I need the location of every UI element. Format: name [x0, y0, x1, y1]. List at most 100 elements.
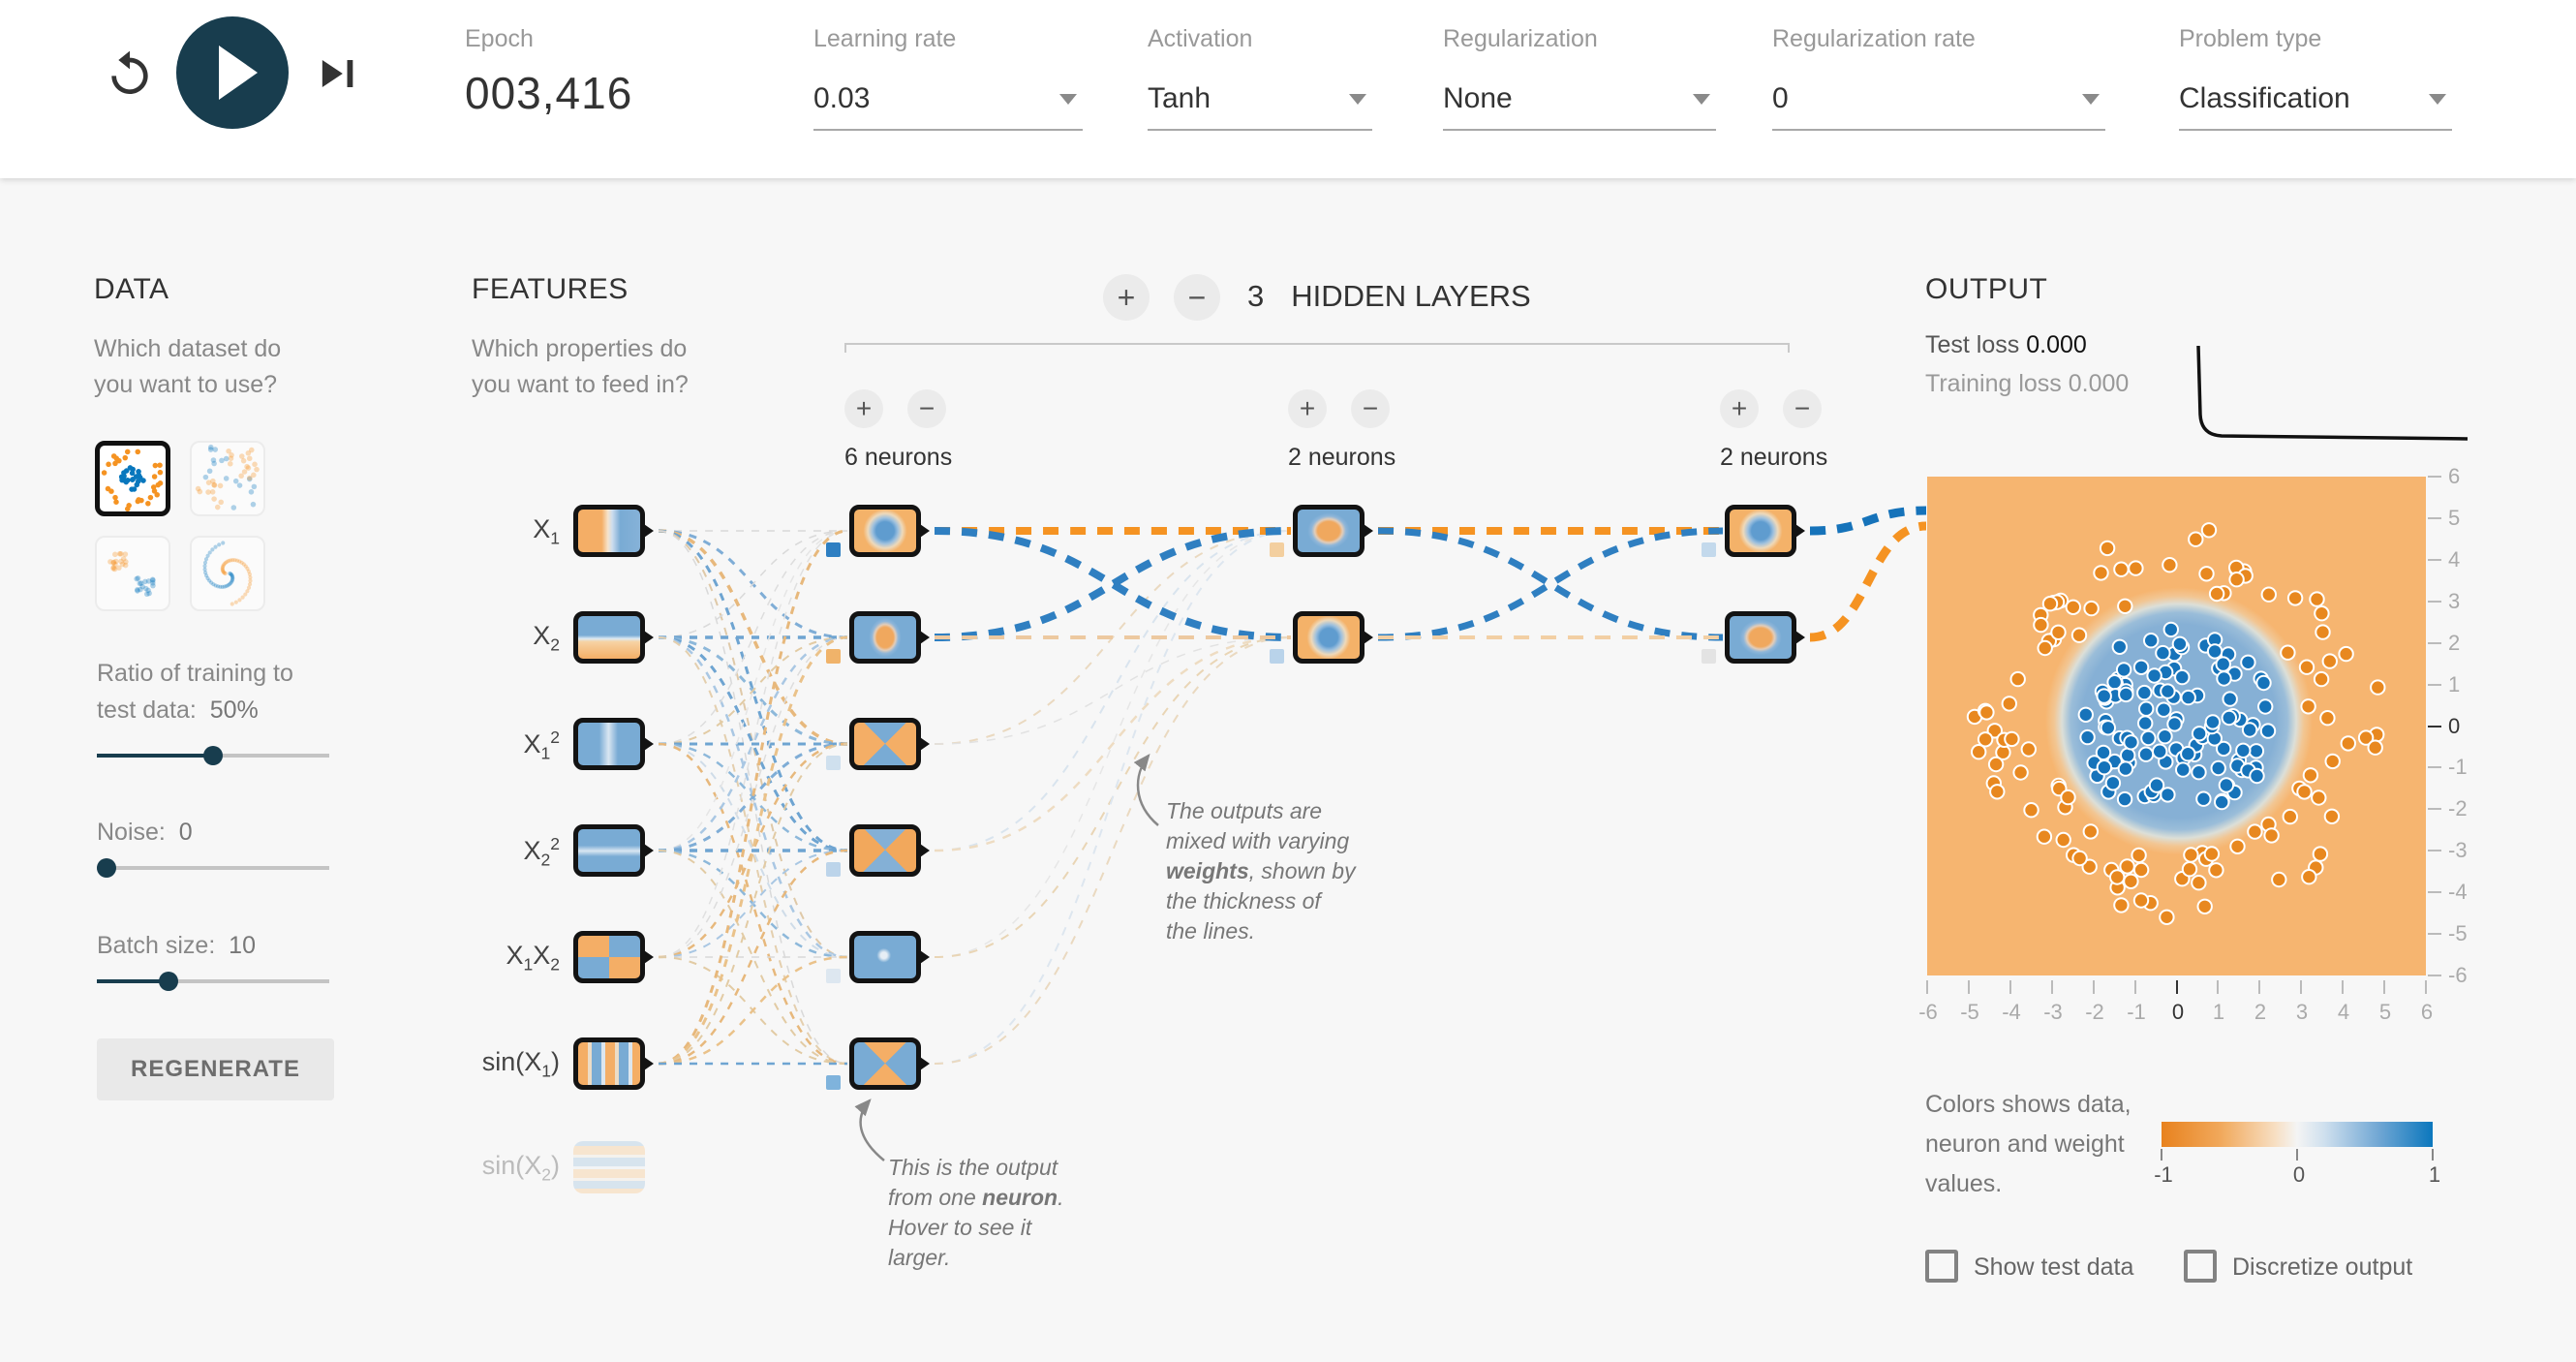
batch-size-slider[interactable]: [97, 972, 329, 991]
remove-neuron-button-layer3[interactable]: −: [1783, 389, 1822, 428]
connection-line[interactable]: [658, 529, 848, 852]
connection-line[interactable]: [658, 743, 848, 958]
connection-line[interactable]: [658, 529, 848, 1066]
connection-line[interactable]: [658, 635, 848, 959]
feature-box-x12[interactable]: [573, 718, 654, 770]
connection-line[interactable]: [658, 636, 848, 1065]
slider-track[interactable]: [97, 866, 329, 870]
connection-line[interactable]: [658, 530, 848, 958]
connection-line[interactable]: [658, 743, 848, 1065]
noise-slider[interactable]: [97, 858, 329, 878]
bias-l1-n4[interactable]: [826, 862, 841, 877]
connection-line[interactable]: [658, 849, 848, 959]
connection-line[interactable]: [1809, 506, 1927, 536]
connection-line[interactable]: [934, 636, 1292, 745]
play-pause-button[interactable]: [176, 16, 289, 129]
bias-l2-n1[interactable]: [1270, 542, 1284, 557]
connection-line[interactable]: [658, 529, 848, 746]
bias-l3-n2[interactable]: [1702, 649, 1716, 664]
regenerate-button[interactable]: REGENERATE: [97, 1038, 334, 1100]
connection-line[interactable]: [658, 742, 848, 959]
neuron-l1-n1[interactable]: [849, 505, 930, 557]
show-test-data-checkbox[interactable]: [1925, 1250, 1958, 1283]
connection-line[interactable]: [658, 530, 848, 638]
add-layer-button[interactable]: +: [1103, 274, 1150, 321]
bias-l1-n2[interactable]: [826, 649, 841, 664]
connection-line[interactable]: [658, 635, 848, 852]
connection-line[interactable]: [658, 636, 848, 958]
dataset-thumb-gaussian[interactable]: [95, 536, 170, 611]
add-neuron-button-layer3[interactable]: +: [1720, 389, 1759, 428]
step-button[interactable]: [310, 46, 364, 101]
noise-label: Noise: 0: [97, 819, 193, 846]
feature-box-sinx1[interactable]: [573, 1037, 654, 1090]
connection-line[interactable]: [658, 636, 848, 745]
connection-line[interactable]: [1377, 527, 1724, 641]
neuron-l1-n4[interactable]: [849, 824, 930, 877]
connection-line[interactable]: [934, 530, 1292, 745]
remove-neuron-button-layer2[interactable]: −: [1351, 389, 1390, 428]
dataset-thumb-exclusive-or[interactable]: [190, 441, 265, 516]
neuron-l2-n2[interactable]: [1293, 611, 1373, 664]
neuron-l3-n1[interactable]: [1725, 505, 1805, 557]
x-tick-label: -4: [2002, 1000, 2021, 1024]
problem-type-select[interactable]: Classification: [2179, 82, 2452, 131]
slider-track[interactable]: [97, 979, 329, 983]
connection-line[interactable]: [658, 955, 848, 1066]
bias-l1-n5[interactable]: [826, 969, 841, 983]
activation-select[interactable]: Tanh: [1148, 82, 1372, 131]
slider-thumb[interactable]: [159, 972, 178, 991]
connection-line[interactable]: [658, 530, 848, 851]
connection-line[interactable]: [658, 850, 848, 958]
connection-line[interactable]: [658, 849, 848, 1066]
bias-l3-n1[interactable]: [1702, 542, 1716, 557]
feature-box-x2[interactable]: [573, 611, 654, 664]
connection-line[interactable]: [658, 529, 848, 639]
connection-line[interactable]: [934, 527, 1292, 641]
bias-l1-n6[interactable]: [826, 1075, 841, 1090]
feature-box-x1[interactable]: [573, 505, 654, 557]
output-plot[interactable]: [1927, 477, 2426, 975]
add-neuron-button-layer2[interactable]: +: [1288, 389, 1327, 428]
connection-line[interactable]: [658, 742, 848, 852]
connection-line[interactable]: [658, 530, 848, 745]
reset-button[interactable]: [103, 46, 157, 101]
neuron-l1-n2[interactable]: [849, 611, 930, 664]
bias-l1-n3[interactable]: [826, 756, 841, 770]
learning-rate-select[interactable]: 0.03: [813, 82, 1083, 131]
connection-line[interactable]: [658, 530, 848, 958]
feature-box-sinx2[interactable]: [573, 1141, 645, 1193]
connection-line[interactable]: [658, 742, 848, 1066]
remove-layer-button[interactable]: −: [1174, 274, 1220, 321]
connection-line[interactable]: [1377, 527, 1724, 641]
bias-l2-n2[interactable]: [1270, 649, 1284, 664]
connection-line[interactable]: [658, 635, 848, 746]
bias-l1-n1[interactable]: [826, 542, 841, 557]
dataset-thumb-circle[interactable]: [95, 441, 170, 516]
neuron-l1-n5[interactable]: [849, 931, 930, 983]
connection-line[interactable]: [934, 527, 1292, 641]
discretize-output-checkbox[interactable]: [2184, 1250, 2217, 1283]
regularization-rate-select[interactable]: 0: [1772, 82, 2105, 131]
neuron-l3-n2[interactable]: [1725, 611, 1805, 664]
neuron-l2-n1[interactable]: [1293, 505, 1373, 557]
add-neuron-button-layer1[interactable]: +: [844, 389, 883, 428]
train-test-ratio-slider[interactable]: [97, 746, 329, 765]
neuron-l1-n6[interactable]: [849, 1037, 930, 1090]
regularization-select[interactable]: None: [1443, 82, 1716, 131]
connection-line[interactable]: [658, 530, 848, 1065]
connection-line[interactable]: [658, 742, 848, 852]
remove-neuron-button-layer1[interactable]: −: [907, 389, 946, 428]
connection-line[interactable]: [658, 635, 848, 852]
connection-line[interactable]: [658, 850, 848, 1065]
slider-thumb[interactable]: [203, 746, 223, 765]
connection-line[interactable]: [658, 635, 848, 1066]
feature-box-x22[interactable]: [573, 824, 654, 877]
connection-line[interactable]: [1809, 521, 1927, 642]
slider-thumb[interactable]: [97, 858, 116, 878]
dataset-thumb-spiral[interactable]: [190, 536, 265, 611]
neuron-l1-n3[interactable]: [849, 718, 930, 770]
connection-line[interactable]: [658, 956, 848, 1065]
feature-box-x1x2[interactable]: [573, 931, 654, 983]
data-point: [2313, 670, 2330, 688]
